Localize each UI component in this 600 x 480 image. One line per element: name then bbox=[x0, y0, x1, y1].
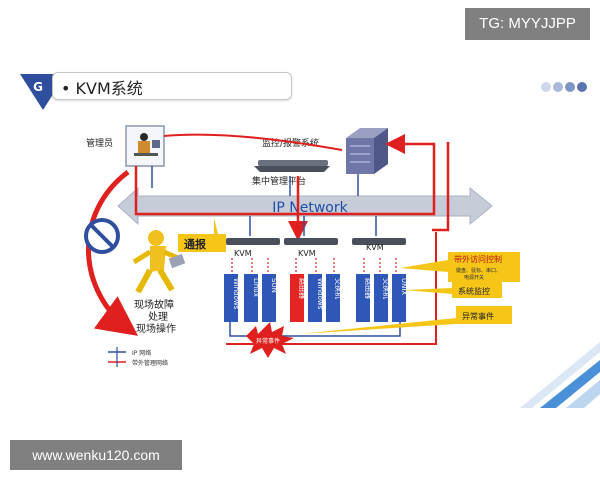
device-g2-1: Windows bbox=[316, 278, 324, 310]
server-rack-icon bbox=[346, 128, 388, 174]
progress-dot-2 bbox=[553, 82, 563, 92]
callout-monitoring-label: 系统监控 bbox=[458, 286, 490, 296]
report-callout bbox=[178, 218, 226, 252]
device-g3-1: 交换机 bbox=[382, 278, 391, 299]
mgmt-platform-icon bbox=[254, 160, 330, 172]
callout-anomaly-label: 异常事件 bbox=[462, 311, 494, 321]
dispatch-arrow bbox=[85, 170, 139, 336]
report-label: 通报 bbox=[184, 237, 207, 251]
no-entry-icon bbox=[84, 218, 120, 254]
device-g1-2: SUN bbox=[270, 278, 278, 293]
technician-icon bbox=[132, 230, 186, 294]
device-g3-2: UNIX bbox=[400, 278, 408, 295]
title-bar: • KVM系统 bbox=[52, 72, 292, 100]
kvm-device-wires bbox=[231, 258, 397, 274]
progress-dot-1 bbox=[541, 82, 551, 92]
callout-oob bbox=[400, 252, 520, 282]
device-g2-0: 路由器 bbox=[298, 278, 307, 299]
device-g3-0: 路由器 bbox=[364, 278, 373, 299]
watermark-tg: TG: MYYJJPP bbox=[465, 8, 590, 40]
watermark-site: www.wenku120.com bbox=[10, 440, 182, 470]
slide-title: • KVM系统 bbox=[61, 79, 143, 98]
callout-oob-sub1: 键盘、鼠标、串口、 bbox=[456, 267, 501, 274]
progress-dot-3 bbox=[565, 82, 575, 92]
admin-workstation-icon bbox=[125, 125, 165, 167]
field-ops-line1: 现场故障 bbox=[134, 298, 174, 311]
device-boxes bbox=[224, 274, 406, 322]
device-g1-1: Linux bbox=[252, 278, 260, 297]
progress-dot-4 bbox=[577, 82, 587, 92]
field-ops-line2: 处理 bbox=[148, 311, 168, 323]
fault-burst-icon bbox=[246, 322, 294, 358]
fault-badge: 异常事件 bbox=[256, 337, 280, 345]
mgmt-network-lines bbox=[151, 166, 377, 236]
network-label: IP Network bbox=[272, 200, 348, 216]
alarm-loop-lines bbox=[134, 133, 450, 241]
section-letter: G bbox=[33, 80, 43, 94]
mgmt-platform-label: 集中管理平台 bbox=[252, 175, 306, 187]
callout-oob-sub2: 电源开关 bbox=[464, 274, 484, 281]
legend-oob: 带外管理网络 bbox=[132, 359, 168, 367]
kvm-label-2: KVM bbox=[298, 249, 316, 258]
callout-anomaly bbox=[300, 306, 512, 334]
field-ops-line3: 现场操作 bbox=[136, 322, 176, 335]
kvm-units bbox=[226, 238, 406, 245]
legend bbox=[108, 347, 126, 367]
device-g1-0: Windows bbox=[232, 278, 240, 310]
callout-monitoring bbox=[404, 282, 502, 298]
callout-oob-title: 带外访问控制 bbox=[454, 254, 502, 264]
corner-decoration bbox=[520, 342, 600, 408]
admin-label: 管理员 bbox=[86, 137, 113, 149]
kvm-label-1: KVM bbox=[234, 249, 252, 258]
device-g2-2: 交换机 bbox=[334, 278, 343, 299]
kvm-label-3: KVM bbox=[366, 243, 384, 252]
legend-ip: IP 网络 bbox=[132, 349, 151, 357]
